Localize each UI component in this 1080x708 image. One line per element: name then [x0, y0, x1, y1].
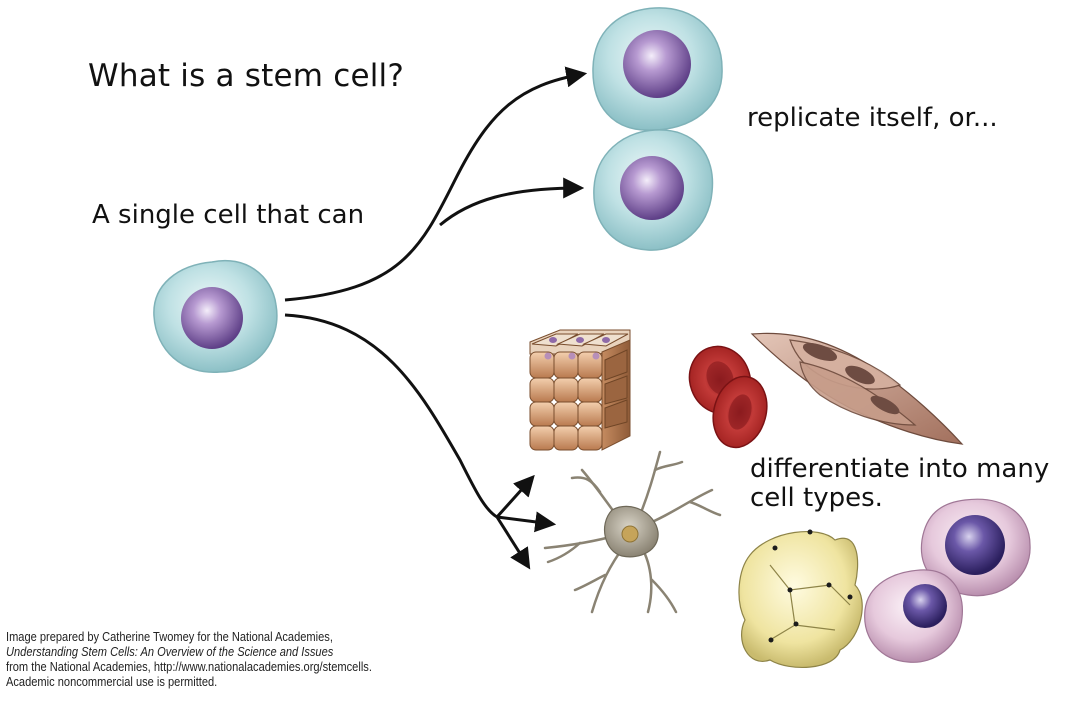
arrow-to-lower-cell	[439, 177, 585, 227]
upper-cell-nucleus	[623, 30, 691, 98]
stem-cell-nucleus	[181, 287, 243, 349]
image-credit: Image prepared by Catherine Twomey for t…	[6, 630, 372, 690]
credit-line2: Understanding Stem Cells: An Overview of…	[6, 645, 334, 659]
differentiate-line2: cell types.	[750, 483, 883, 513]
muscle-cells	[750, 332, 964, 445]
diagram-title: What is a stem cell?	[88, 58, 404, 94]
differentiate-line1: differentiate into many	[750, 454, 1050, 484]
diagram-subtitle: A single cell that can	[92, 200, 365, 230]
replicated-cell-upper	[592, 7, 723, 131]
arrow-to-upper-cell	[284, 66, 588, 302]
epithelial-cells	[529, 329, 631, 451]
arrow-branch-up	[495, 474, 535, 519]
red-blood-cells	[688, 345, 768, 449]
arrows	[284, 66, 588, 570]
lower-cell-nucleus	[620, 156, 684, 220]
arrow-to-differentiation	[284, 313, 498, 519]
replicate-label: replicate itself, or...	[747, 103, 998, 133]
immune-cells	[864, 498, 1031, 663]
arrow-branch-down	[495, 516, 531, 570]
stem-cell	[153, 259, 278, 373]
credit-line4: Academic noncommercial use is permitted.	[6, 675, 218, 689]
arrow-branch-right	[496, 511, 557, 533]
neuron	[543, 450, 722, 614]
fat-cells	[738, 529, 863, 669]
credit-line1: Image prepared by Catherine Twomey for t…	[6, 630, 333, 644]
differentiate-label: differentiate into many cell types.	[750, 455, 1049, 513]
credit-line3: from the National Academies, http://www.…	[6, 660, 372, 674]
replicated-cell-lower	[593, 129, 714, 251]
